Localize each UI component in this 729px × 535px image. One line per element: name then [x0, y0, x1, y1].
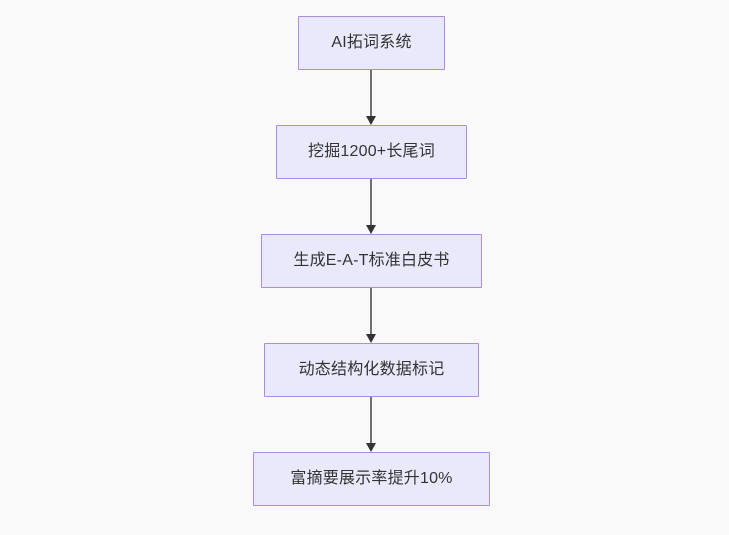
flow-node-label: 挖掘1200+长尾词: [308, 143, 435, 161]
arrowhead-icon: [366, 334, 376, 343]
flow-node-label: AI拓词系统: [331, 34, 412, 52]
arrowhead-icon: [366, 116, 376, 125]
flow-node-rich-snippet-impression-lift[interactable]: 富摘要展示率提升10%: [253, 452, 490, 506]
arrowhead-icon: [366, 443, 376, 452]
flow-node-mine-longtail-keywords[interactable]: 挖掘1200+长尾词: [276, 125, 467, 179]
edge-line: [370, 397, 372, 443]
arrowhead-icon: [366, 225, 376, 234]
flow-node-label: 动态结构化数据标记: [298, 361, 445, 379]
edge-line: [370, 70, 372, 116]
flow-node-label: 富摘要展示率提升10%: [290, 470, 453, 488]
edge-line: [370, 179, 372, 225]
flow-node-ai-keyword-system[interactable]: AI拓词系统: [298, 16, 445, 70]
flow-node-generate-eat-whitepaper[interactable]: 生成E-A-T标准白皮书: [261, 234, 482, 288]
flow-node-dynamic-structured-data-markup[interactable]: 动态结构化数据标记: [264, 343, 479, 397]
flow-node-label: 生成E-A-T标准白皮书: [293, 252, 450, 270]
edge-line: [370, 288, 372, 334]
